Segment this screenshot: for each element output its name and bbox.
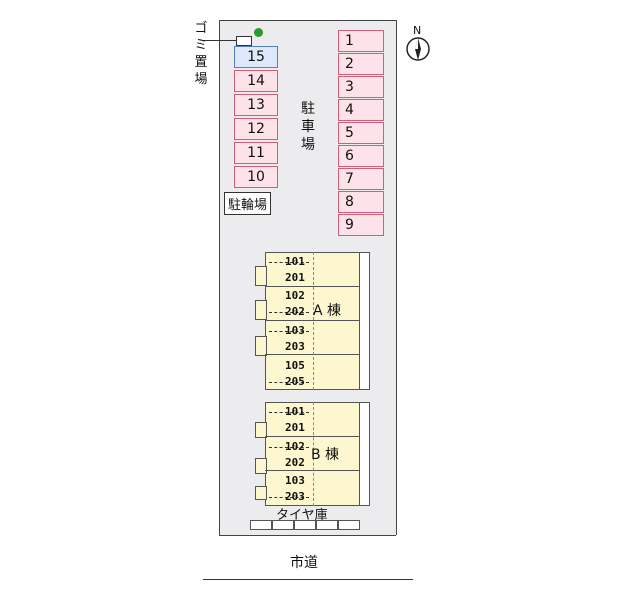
site-lot-top-edge — [219, 20, 396, 21]
building-b-unit-101: 101 — [285, 405, 305, 418]
building-b-unit-202: 202 — [285, 456, 305, 469]
building-a-unit-203: 203 — [285, 340, 305, 353]
parking-slot-3: 3 — [338, 76, 384, 98]
parking-slot-9: 9 — [338, 214, 384, 236]
building-a-unit-105: 105 — [285, 359, 305, 372]
building-a-divider-1 — [265, 286, 360, 287]
building-a-dash — [269, 262, 309, 263]
garbage-dot — [254, 28, 263, 37]
parking-slot-14: 14 — [234, 70, 278, 92]
building-b-notch-3 — [255, 486, 267, 500]
tire-storage-box — [250, 520, 272, 530]
parking-slot-2: 2 — [338, 53, 384, 75]
building-a-unit-102: 102 — [285, 289, 305, 302]
building-b-dash — [269, 497, 309, 498]
building-a-unit-201: 201 — [285, 271, 305, 284]
building-b-dash — [269, 447, 309, 448]
garbage-label: ゴミ置場 — [194, 21, 208, 87]
parking-slot-11: 11 — [234, 142, 278, 164]
building-a-label: A 棟 — [313, 303, 342, 319]
parking-slot-13: 13 — [234, 94, 278, 116]
building-a-notch-3 — [255, 336, 267, 356]
building-b-unit-203: 203 — [285, 490, 305, 503]
building-b-unit-103: 103 — [285, 474, 305, 487]
building-a-unit-205: 205 — [285, 375, 305, 388]
building-b-inner-line — [313, 402, 315, 506]
compass-north-label: N — [413, 24, 422, 37]
building-a-unit-101: 101 — [285, 255, 305, 268]
building-b-unit-102: 102 — [285, 440, 305, 453]
building-a-unit-103: 103 — [285, 324, 305, 337]
tire-storage-label: タイヤ庫 — [276, 508, 328, 523]
building-a-dash — [269, 312, 309, 313]
parking-slot-4: 4 — [338, 99, 384, 121]
compass: N — [405, 24, 431, 66]
building-a-unit-202: 202 — [285, 305, 305, 318]
parking-slot-6: 6 — [338, 145, 384, 167]
building-a-body — [265, 252, 360, 390]
building-a-notch-1 — [255, 266, 267, 286]
building-a-divider-3 — [265, 354, 360, 355]
building-a-notch-2 — [255, 300, 267, 320]
parking-slot-15: 15 — [234, 46, 278, 68]
building-a: 101 201 102 202 103 203 105 205 A 棟 — [255, 252, 370, 390]
tire-storage-box — [294, 520, 316, 530]
tire-storage-box — [272, 520, 294, 530]
building-b: 101 201 102 202 103 203 B 棟 — [255, 402, 370, 506]
building-a-divider-2 — [265, 320, 360, 321]
building-b-label: B 棟 — [311, 447, 340, 463]
parking-slot-1: 1 — [338, 30, 384, 52]
compass-icon — [406, 37, 430, 61]
garbage-leader-line — [202, 40, 236, 41]
parking-slot-12: 12 — [234, 118, 278, 140]
building-b-balcony — [359, 402, 370, 506]
garbage-box — [236, 36, 252, 46]
building-b-divider-1 — [265, 436, 360, 437]
bicycle-parking-label: 駐輪場 — [224, 192, 272, 215]
building-b-dash — [269, 412, 309, 413]
building-b-notch-2 — [255, 458, 267, 474]
parking-slot-10: 10 — [234, 166, 278, 188]
building-a-dash — [269, 382, 309, 383]
site-lot-bottom-edge — [219, 535, 396, 536]
building-a-balcony — [359, 252, 370, 390]
building-b-unit-201: 201 — [285, 421, 305, 434]
parking-label: 駐車場 — [301, 101, 315, 153]
road-label: 市道 — [290, 555, 318, 571]
building-a-inner-line — [313, 252, 315, 390]
parking-slot-8: 8 — [338, 191, 384, 213]
tire-storage-box — [338, 520, 360, 530]
building-b-notch-1 — [255, 422, 267, 438]
parking-slot-5: 5 — [338, 122, 384, 144]
building-a-dash — [269, 331, 309, 332]
parking-slot-7: 7 — [338, 168, 384, 190]
building-b-divider-2 — [265, 470, 360, 471]
road-line — [203, 579, 413, 580]
tire-storage-box — [316, 520, 338, 530]
